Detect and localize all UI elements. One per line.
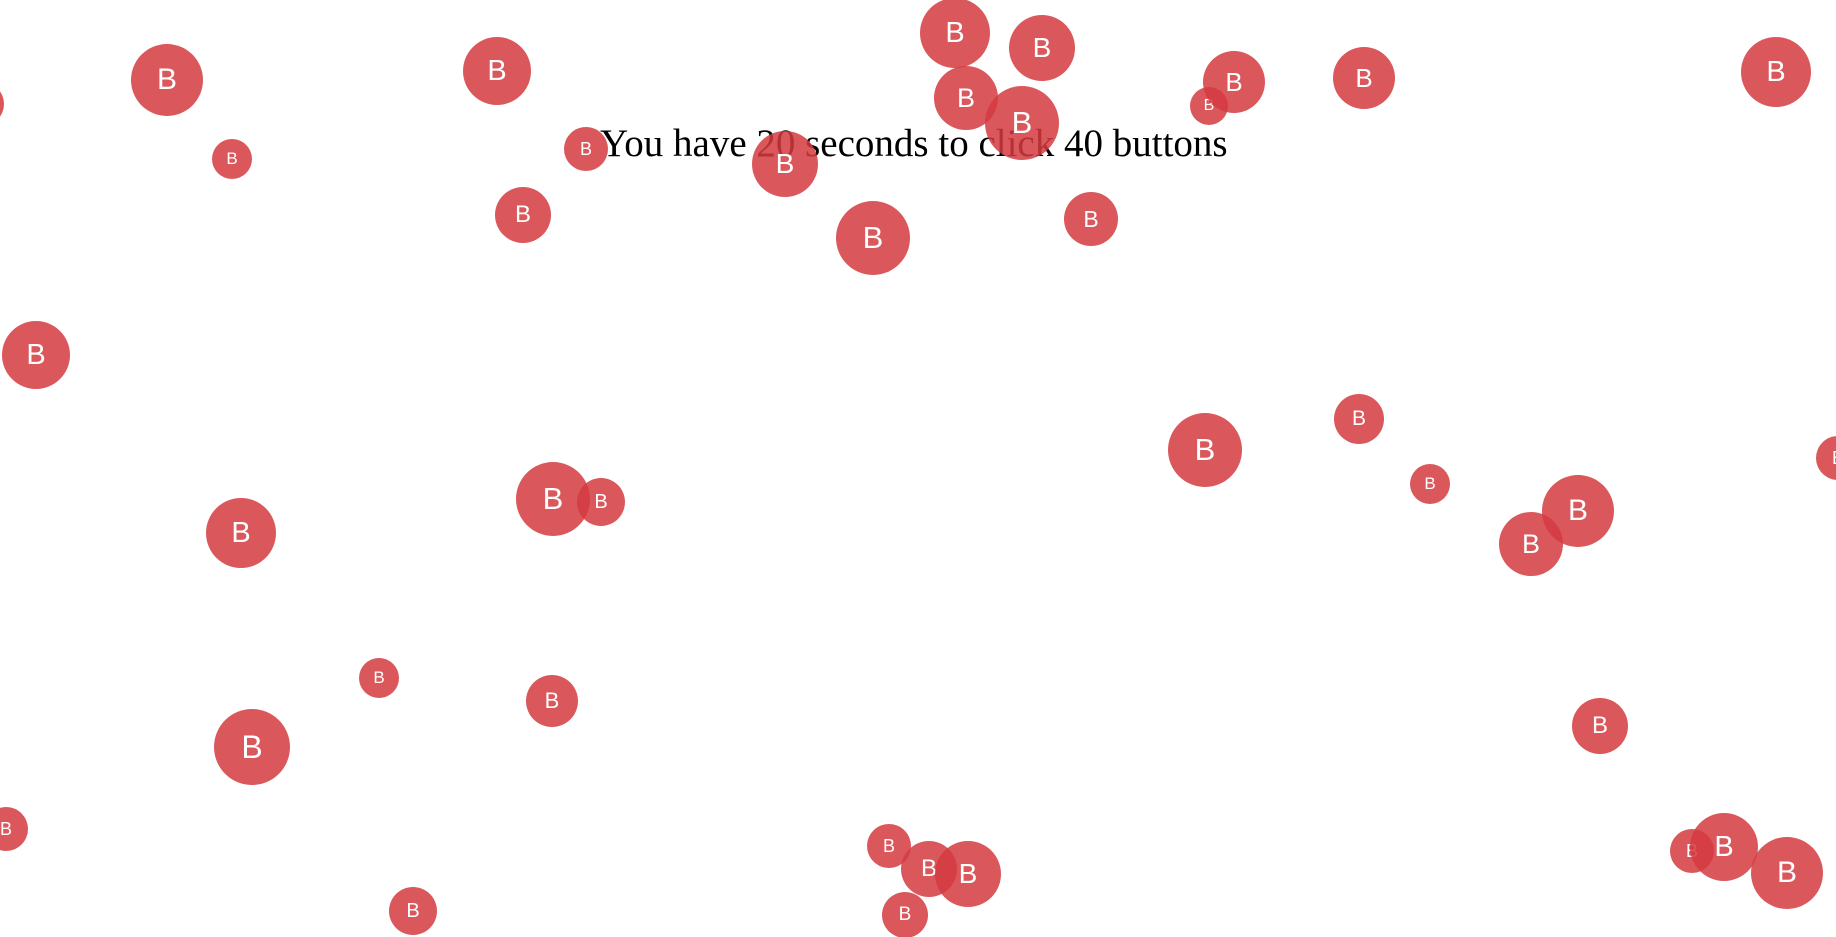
target-button[interactable]: B [2, 321, 70, 389]
target-button[interactable]: B [1572, 698, 1628, 754]
target-button[interactable]: B [1816, 436, 1836, 480]
target-button[interactable]: B [359, 658, 399, 698]
target-button[interactable]: B [212, 139, 252, 179]
target-button[interactable]: B [214, 709, 290, 785]
target-button[interactable]: B [882, 892, 928, 937]
target-button[interactable]: B [577, 478, 625, 526]
target-button[interactable]: B [206, 498, 276, 568]
target-button[interactable]: B [0, 807, 28, 851]
target-button[interactable]: B [1751, 837, 1823, 909]
target-button[interactable]: B [1499, 512, 1563, 576]
target-button[interactable]: B [0, 82, 4, 126]
target-button[interactable]: B [1410, 464, 1450, 504]
target-button[interactable]: B [1009, 15, 1075, 81]
instructions-text: You have 20 seconds to click 40 buttons [600, 122, 1228, 165]
target-button[interactable]: B [389, 887, 437, 935]
target-button[interactable]: B [1690, 813, 1758, 881]
target-button[interactable]: B [516, 462, 590, 536]
target-button[interactable]: B [920, 0, 990, 68]
target-button[interactable]: B [1333, 47, 1395, 109]
target-button[interactable]: B [526, 675, 578, 727]
target-button[interactable]: B [131, 44, 203, 116]
target-button[interactable]: B [1168, 413, 1242, 487]
target-button[interactable]: B [935, 841, 1001, 907]
target-button[interactable]: B [985, 86, 1059, 160]
target-button[interactable]: B [836, 201, 910, 275]
target-button[interactable]: B [752, 131, 818, 197]
target-button[interactable]: B [1203, 51, 1265, 113]
target-button[interactable]: B [463, 37, 531, 105]
target-button[interactable]: B [564, 127, 608, 171]
target-button[interactable]: B [1741, 37, 1811, 107]
target-button[interactable]: B [934, 66, 998, 130]
target-button[interactable]: B [1334, 394, 1384, 444]
target-button[interactable]: B [1064, 192, 1118, 246]
target-button[interactable]: B [495, 187, 551, 243]
